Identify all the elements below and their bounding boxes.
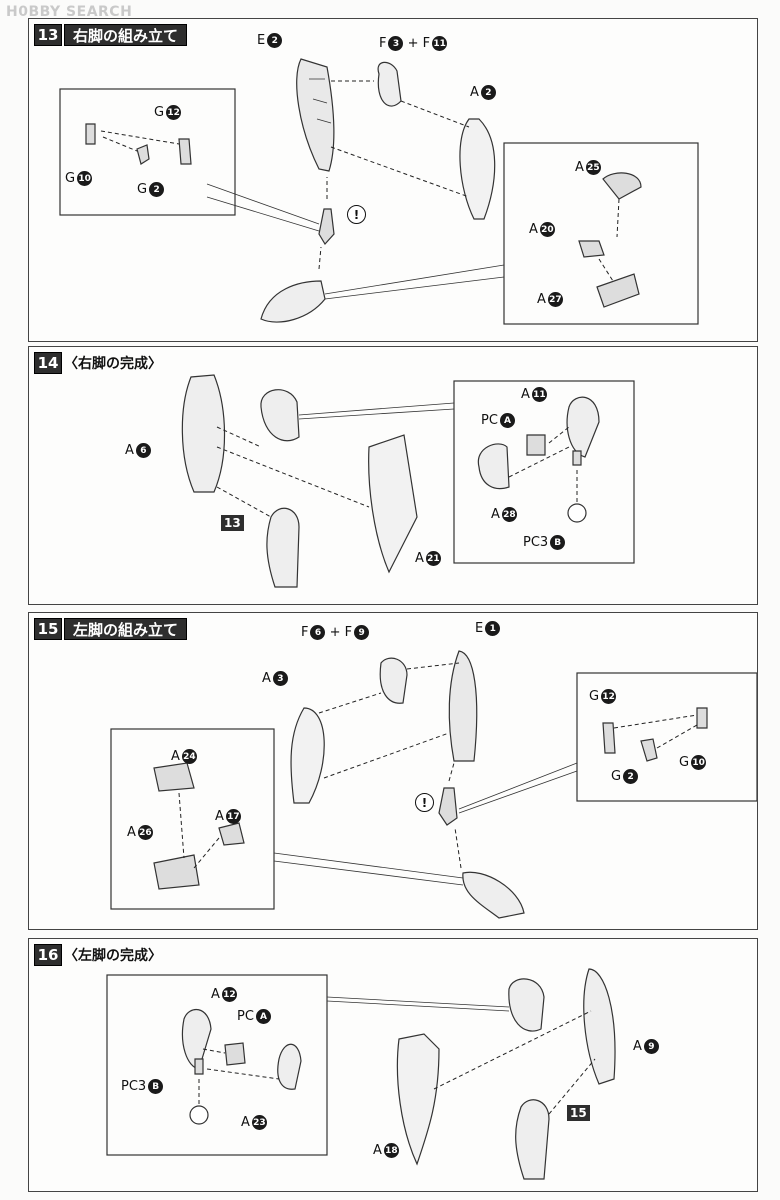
knee-part — [508, 978, 545, 1032]
foot-part — [260, 280, 326, 323]
step-13-panel: 13 右脚の組み立て — [28, 18, 758, 342]
step-15-panel: 15 左脚の組み立て — [28, 612, 758, 930]
calf-part — [459, 118, 496, 220]
watermark: H0BBY SEARCH — [6, 4, 133, 20]
step-13-diagram — [59, 58, 699, 325]
leg-part — [266, 507, 300, 588]
inset-box — [110, 728, 275, 910]
step-number: 13 — [34, 24, 62, 46]
shin-part — [448, 650, 478, 762]
thigh-part — [583, 968, 616, 1085]
thigh-part — [181, 374, 226, 493]
step-heading: 左脚の組み立て — [64, 618, 188, 640]
knee-part — [377, 61, 402, 107]
calf-part — [290, 707, 325, 804]
ankle-joint — [318, 208, 335, 246]
step-16-diagram — [106, 968, 616, 1180]
step-number: 16 — [34, 944, 62, 966]
shin-part — [296, 58, 335, 172]
knee-part — [379, 657, 408, 704]
step-16-title: 16 〈左脚の完成〉 — [34, 944, 162, 966]
step-14-title: 14 〈右脚の完成〉 — [34, 352, 162, 374]
label-ref-13: 13 — [221, 515, 244, 531]
step-15-title: 15 左脚の組み立て — [34, 618, 188, 640]
step-13-title: 13 右脚の組み立て — [34, 24, 188, 46]
step-heading: 右脚の組み立て — [64, 24, 188, 46]
inset-box — [453, 380, 635, 564]
foot-part — [462, 871, 525, 919]
ankle-joint — [438, 787, 458, 826]
caution-icon: ! — [415, 793, 434, 812]
inset-box — [503, 142, 699, 325]
step-heading: 〈右脚の完成〉 — [64, 356, 162, 372]
knee-part — [260, 389, 300, 442]
caution-icon: ! — [347, 205, 366, 224]
inset-box — [59, 88, 236, 216]
step-15-diagram — [110, 650, 757, 919]
inset-box — [106, 974, 328, 1156]
calf-part — [396, 1033, 440, 1166]
inset-box — [576, 672, 757, 802]
step-number: 14 — [34, 352, 62, 374]
step-heading: 〈左脚の完成〉 — [64, 948, 162, 964]
label-ref-15: 15 — [567, 1105, 590, 1121]
step-14-diagram — [181, 374, 635, 588]
calf-part — [368, 434, 418, 574]
leg-part — [515, 1099, 550, 1180]
step-number: 15 — [34, 618, 62, 640]
